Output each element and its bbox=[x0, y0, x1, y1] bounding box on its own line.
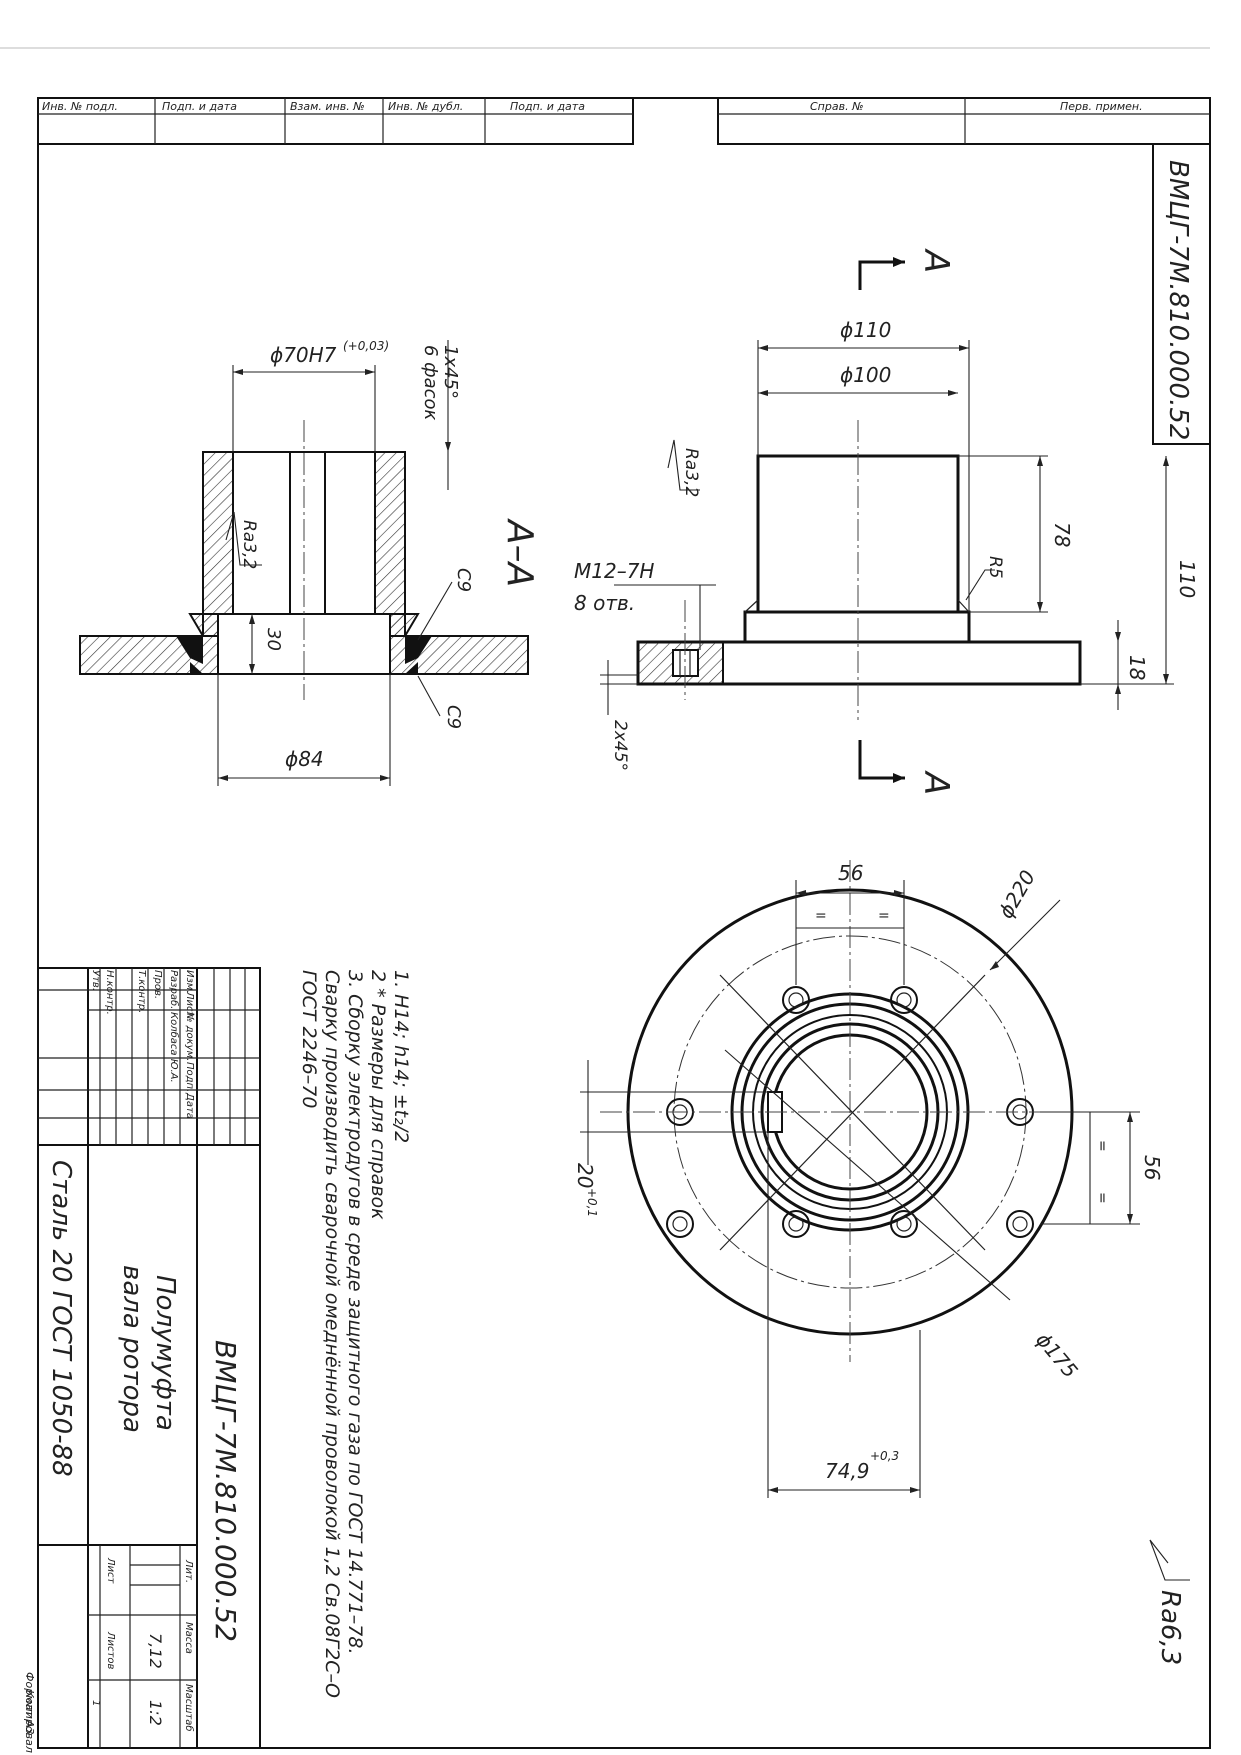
side-view bbox=[636, 420, 1082, 720]
dim-d70: ϕ70Н7 bbox=[270, 343, 337, 367]
dim-w56-top: 56 bbox=[838, 861, 863, 885]
top-designation: ВМЦГ-7М.810.000.52 bbox=[1163, 160, 1193, 440]
dim-h78: 78 bbox=[1050, 522, 1074, 547]
tb-sheets: 1 bbox=[90, 1700, 101, 1706]
dim-chamfer2: 2х45° bbox=[610, 720, 630, 771]
dim-w56-side: 56 bbox=[1140, 1155, 1164, 1180]
tb-col-izm: Изм. bbox=[184, 970, 195, 994]
tb-role-dev: Разраб. bbox=[168, 970, 180, 1009]
tb-scale-label: Масштаб bbox=[183, 1684, 195, 1732]
tb-col-sign: Подп. bbox=[184, 1062, 195, 1092]
margin-header-3: Взам. инв. № bbox=[290, 100, 365, 113]
dim-h18: 18 bbox=[1125, 655, 1149, 680]
tb-col-doc: № докум. bbox=[184, 1011, 195, 1061]
margin-header-sprav: Справ. № bbox=[810, 100, 864, 113]
dim-r5: R5 bbox=[985, 556, 1005, 579]
margin-header-1: Инв. № подл. bbox=[42, 100, 118, 113]
general-roughness: Ra6,3 bbox=[1149, 1539, 1190, 1665]
format-label: Формат А3 bbox=[23, 1672, 36, 1735]
dim-d84: ϕ84 bbox=[285, 747, 324, 771]
dim-d220: ϕ220 bbox=[994, 866, 1040, 922]
title-block: Изм. Лист № докум. Подп. Дата Разраб. Ко… bbox=[37, 967, 261, 1749]
note-5: ГОСТ 2246–70 bbox=[298, 970, 320, 1108]
dim-h30: 30 bbox=[263, 628, 284, 651]
dim-d100: ϕ100 bbox=[840, 363, 891, 387]
section-label: А–А bbox=[499, 518, 540, 587]
plan-dimensions: 56 = = 56 = = ϕ220 ϕ175 20 +0,1 74,9 +0,… bbox=[573, 861, 1164, 1498]
weld-c9-bottom: С9 bbox=[443, 705, 464, 729]
side-dimensions: ϕ110 ϕ100 78 110 18 R5 Ra3,2 М12–7Н 8 от… bbox=[574, 248, 1199, 795]
dim-d110: ϕ110 bbox=[840, 318, 891, 342]
section-mark-bottom: А bbox=[916, 770, 956, 795]
dim-keyd: 74,9 bbox=[825, 1459, 870, 1483]
tb-role-ncontr: Н.контр. bbox=[104, 970, 115, 1015]
note-1: 1. Н14; h14; ±t₂/2 bbox=[390, 970, 412, 1143]
tb-sheet-label: Лист bbox=[105, 1557, 116, 1585]
tb-role-check: Пров. bbox=[152, 970, 163, 999]
dim-d175: ϕ175 bbox=[1031, 1328, 1082, 1383]
dim-thread: М12–7Н bbox=[574, 559, 654, 583]
dim-eq-1: = bbox=[815, 908, 827, 924]
margin-table: Инв. № подл. Подп. и дата Взам. инв. № И… bbox=[37, 97, 1211, 145]
margin-header-5: Подп. и дата bbox=[510, 100, 585, 113]
tb-sheets-label: Листов bbox=[105, 1631, 116, 1669]
tb-lit-label: Лит. bbox=[183, 1559, 194, 1583]
roughness-bore: Ra3,2 bbox=[239, 520, 259, 569]
dim-eq-2: = bbox=[878, 908, 890, 924]
weld-c9-top: С9 bbox=[453, 568, 474, 592]
dim-eq-4: = bbox=[1094, 1192, 1110, 1204]
dim-chamfer1-note: 6 фасок bbox=[420, 345, 441, 421]
tb-name-1: Полумуфта bbox=[150, 1275, 180, 1431]
dim-chamfer1: 1х45° bbox=[440, 345, 461, 399]
dim-eq-3: = bbox=[1094, 1140, 1110, 1152]
tb-role-tcontr: Т.контр. bbox=[136, 970, 147, 1013]
roughness-general: Ra6,3 bbox=[1155, 1590, 1185, 1665]
plan-view bbox=[600, 860, 1100, 1362]
section-dimensions: ϕ70Н7 (+0,03) 1х45° 6 фасок Ra3,2 С9 С9 … bbox=[217, 339, 540, 786]
dim-d70-tol: (+0,03) bbox=[343, 339, 389, 353]
tb-developer: Колбаса Ю.А. bbox=[168, 1012, 180, 1083]
margin-header-perv: Перв. примен. bbox=[1060, 100, 1143, 113]
margin-header-2: Подп. и дата bbox=[162, 100, 237, 113]
tb-material: Сталь 20 ГОСТ 1050-88 bbox=[46, 1160, 76, 1477]
section-mark-top: А bbox=[916, 248, 956, 273]
note-2: 2 * Размеры для справок bbox=[367, 970, 389, 1220]
dim-keyd-tol: +0,3 bbox=[870, 1449, 899, 1463]
margin-header-4: Инв. № дубл. bbox=[388, 100, 463, 113]
dim-h110: 110 bbox=[1175, 560, 1199, 598]
tb-role-approve: Утв. bbox=[90, 970, 101, 991]
section-view bbox=[79, 420, 529, 700]
note-4: Сварку производить сварочной омеднённой … bbox=[321, 970, 343, 1698]
dim-holes: 8 отв. bbox=[574, 591, 635, 615]
dim-key: 20 bbox=[573, 1163, 597, 1188]
tb-col-list: Лист bbox=[184, 991, 195, 1019]
technical-notes: 1. Н14; h14; ±t₂/2 2 * Размеры для справ… bbox=[298, 970, 412, 1698]
note-3: 3. Сборку электродугов в среде защитного… bbox=[344, 970, 366, 1655]
tb-col-date: Дата bbox=[184, 1092, 195, 1119]
tb-scale: 1:2 bbox=[146, 1700, 165, 1726]
dim-key-tol: +0,1 bbox=[585, 1188, 599, 1217]
roughness-side: Ra3,2 bbox=[681, 448, 701, 497]
tb-mass: 7,12 bbox=[146, 1633, 165, 1669]
tb-name-2: вала ротора bbox=[117, 1265, 147, 1433]
tb-mass-label: Масса bbox=[183, 1622, 194, 1654]
copied-label: Копировал bbox=[23, 1690, 36, 1753]
tb-designation: ВМЦГ-7М.810.000.52 bbox=[209, 1340, 242, 1642]
top-designation-box: ВМЦГ-7М.810.000.52 bbox=[1152, 143, 1211, 445]
